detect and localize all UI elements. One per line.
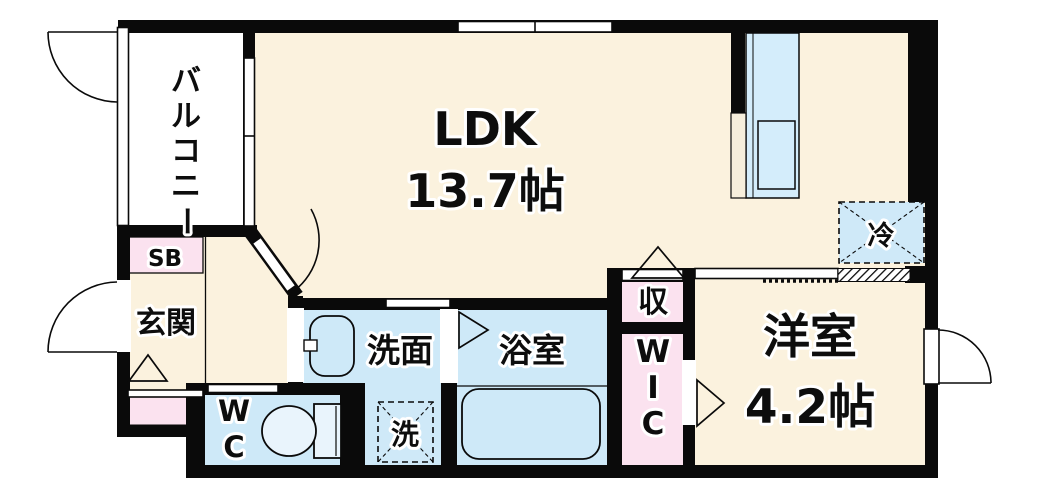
balcony-label-char-3: コ xyxy=(171,134,201,169)
kitchen-sink xyxy=(757,120,796,190)
balcony-window xyxy=(243,57,256,227)
western-room-label: 洋室 xyxy=(763,310,857,365)
washroom-door-gap xyxy=(287,308,304,382)
wall-bathroom-east xyxy=(607,268,622,478)
kitchen-end-panel xyxy=(730,112,747,199)
storage-area xyxy=(622,282,683,322)
western-hatch-band xyxy=(837,268,911,282)
refrigerator-label: 冷 xyxy=(868,221,895,252)
entrance-label: 玄関 xyxy=(136,306,196,341)
storage-door-marker xyxy=(630,245,686,279)
refrigerator-cross-2 xyxy=(838,201,925,264)
entrance-step-band xyxy=(127,389,204,398)
entrance-step-marker xyxy=(127,353,169,382)
shoe-box-label: SB xyxy=(148,246,182,272)
wic-label-char-1: W xyxy=(636,334,670,370)
ldk-western-opening xyxy=(694,267,839,280)
wic-area xyxy=(622,334,683,465)
wc-label-char-2: C xyxy=(223,430,244,464)
balcony-label-char-2: ル xyxy=(171,99,201,134)
wall-balcony-south xyxy=(117,225,257,237)
washbasin-tap xyxy=(303,339,318,352)
balcony-door-arc xyxy=(47,31,118,103)
wic-door-gap xyxy=(682,360,696,425)
bathroom-door-gap xyxy=(440,309,458,383)
shoe-box-area xyxy=(127,236,204,274)
storage-door-gap xyxy=(621,268,684,282)
balcony-railing xyxy=(116,26,130,227)
washer-space xyxy=(377,401,434,463)
ldk-door-arc xyxy=(293,208,320,292)
wall-wc-west xyxy=(186,383,205,478)
washer-label: 洗 xyxy=(391,418,419,451)
bathroom-area xyxy=(457,310,607,465)
wall-storage-wic-divider xyxy=(622,322,683,334)
ldk-label: LDK xyxy=(433,102,538,156)
wall-kitchen-stub xyxy=(731,33,745,113)
western-window-gap xyxy=(923,328,940,385)
wc-sliding-door xyxy=(207,383,279,394)
wall-western-northeast xyxy=(905,266,938,283)
wall-step-bottom xyxy=(117,425,205,437)
wc-label-char-1: W xyxy=(218,394,250,428)
toilet-tank xyxy=(313,403,342,459)
bathroom-door-marker xyxy=(458,310,490,350)
ldk-size-label: 13.7帖 xyxy=(405,164,565,218)
washroom-label: 洗面 xyxy=(367,331,433,370)
balcony-floor xyxy=(115,23,243,225)
wall-bottom xyxy=(186,465,938,478)
wall-pillar-right xyxy=(908,20,938,202)
wic-label-char-3: C xyxy=(642,406,665,442)
ldk-door-leaf xyxy=(253,238,295,291)
washroom-sliding-door xyxy=(385,298,451,309)
balcony-label-char-5: ー xyxy=(168,206,203,236)
wic-label-char-2: I xyxy=(647,370,659,406)
western-window-arc xyxy=(937,329,992,384)
kitchen-counter xyxy=(745,32,800,199)
ldk-floor xyxy=(243,23,938,310)
entrance-door-arc xyxy=(47,281,118,353)
western-room-floor xyxy=(695,268,938,478)
balcony-label-char-4: ニ xyxy=(171,169,201,204)
bathtub-fixture xyxy=(461,388,601,460)
wall-wc-east xyxy=(340,383,365,478)
wic-door-marker xyxy=(696,378,726,428)
bathroom-label: 浴室 xyxy=(499,331,565,370)
toilet-bowl xyxy=(261,405,317,457)
entrance-door-gap xyxy=(116,280,131,352)
storage-label: 収 xyxy=(638,285,669,320)
western-room-size-label: 4.2帖 xyxy=(745,380,875,435)
balcony-label-char-1: バ xyxy=(171,64,201,99)
